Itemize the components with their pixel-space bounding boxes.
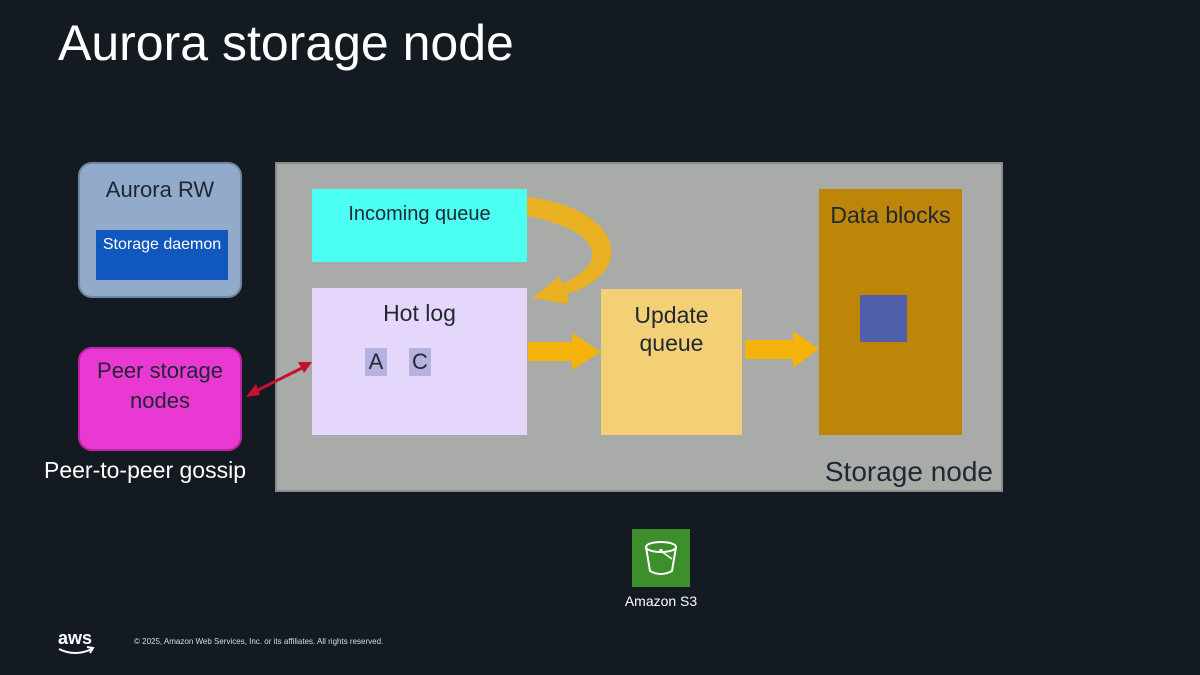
arrow-update-to-datablocks	[745, 331, 819, 368]
data-blocks-box: Data blocks	[819, 189, 962, 435]
bucket-icon	[632, 529, 690, 587]
gossip-arrowhead-right	[298, 362, 312, 373]
copyright-notice: © 2025, Amazon Web Services, Inc. or its…	[134, 637, 384, 646]
peer-gossip-caption: Peer-to-peer gossip	[44, 457, 246, 483]
hot-log-label: Hot log	[383, 300, 456, 326]
data-blocks-label: Data blocks	[830, 202, 951, 228]
aws-logo: aws	[56, 628, 96, 663]
storage-node-label: Storage node	[824, 456, 993, 487]
update-queue-box: Update queue	[601, 289, 742, 435]
hot-log-item-c: C	[409, 348, 431, 376]
aurora-rw-box: Aurora RW Storage daemon	[78, 162, 242, 298]
hot-log-item-a: A	[365, 348, 387, 376]
aurora-rw-label: Aurora RW	[105, 177, 215, 202]
slide-title: Aurora storage node	[58, 15, 514, 71]
curved-arrow	[527, 197, 612, 304]
svg-text:aws: aws	[58, 628, 92, 648]
gossip-arrowhead-left	[246, 384, 260, 397]
data-block	[860, 295, 907, 342]
storage-daemon-box: Storage daemon	[96, 230, 228, 280]
peer-storage-nodes-box: Peer storage nodes	[78, 347, 242, 451]
hot-log-box: Hot log A C	[312, 288, 527, 435]
arrow-hotlog-to-update	[528, 333, 601, 370]
incoming-queue-box: Incoming queue	[312, 189, 527, 262]
s3-label: Amazon S3	[624, 593, 698, 609]
gossip-arrow-line	[255, 366, 303, 393]
